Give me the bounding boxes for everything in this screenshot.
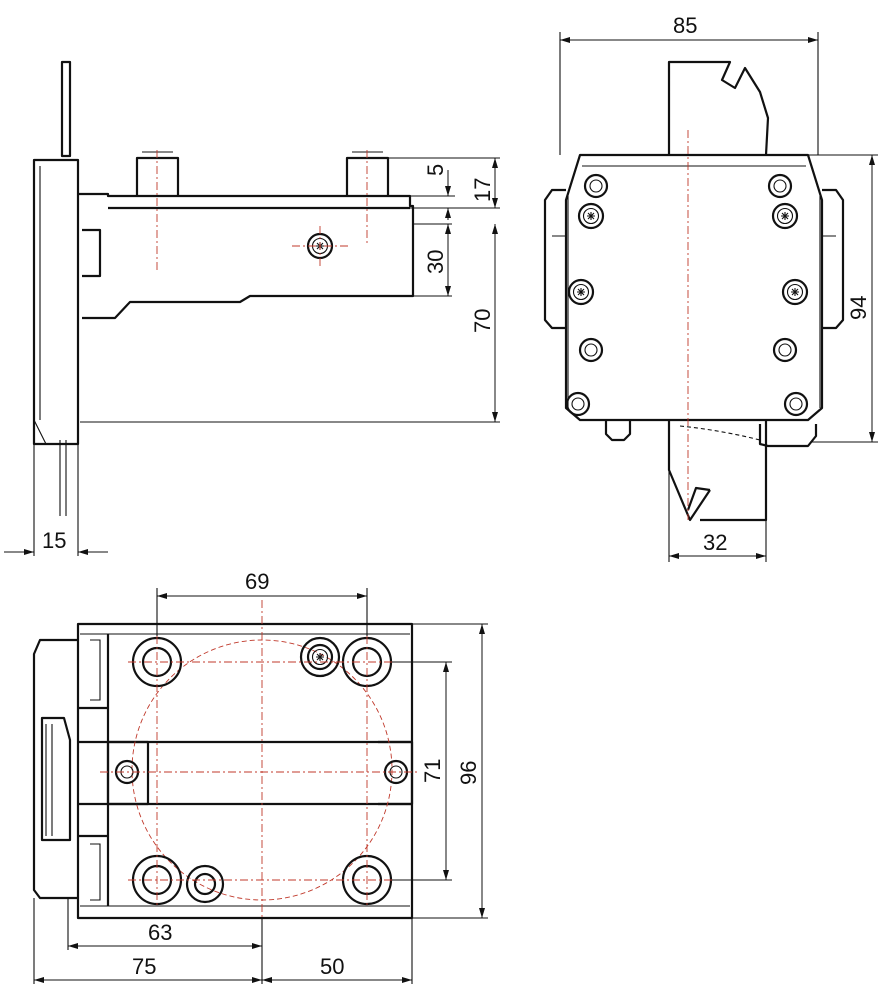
counterbore-tr bbox=[341, 636, 393, 688]
dim-50-label: 50 bbox=[320, 954, 344, 979]
front-view: 85 94 32 bbox=[543, 13, 878, 562]
top-view: 69 71 96 63 75 50 bbox=[32, 569, 488, 984]
side-view: 5 17 30 70 15 bbox=[4, 60, 500, 556]
dim-30-label: 30 bbox=[423, 250, 448, 274]
dim-17-label: 17 bbox=[470, 178, 495, 202]
dim-69-label: 69 bbox=[245, 569, 269, 594]
dim-32-label: 32 bbox=[703, 530, 727, 555]
dim-71-label: 71 bbox=[420, 759, 445, 783]
dim-75-label: 75 bbox=[132, 954, 156, 979]
dim-63-label: 63 bbox=[148, 920, 172, 945]
dim-70-label: 70 bbox=[470, 309, 495, 333]
dim-85-label: 85 bbox=[673, 13, 697, 38]
dim-5-label: 5 bbox=[423, 164, 448, 176]
dim-96-label: 96 bbox=[456, 761, 481, 785]
dim-15-label: 15 bbox=[42, 528, 66, 553]
dim-94-label: 94 bbox=[846, 296, 871, 320]
